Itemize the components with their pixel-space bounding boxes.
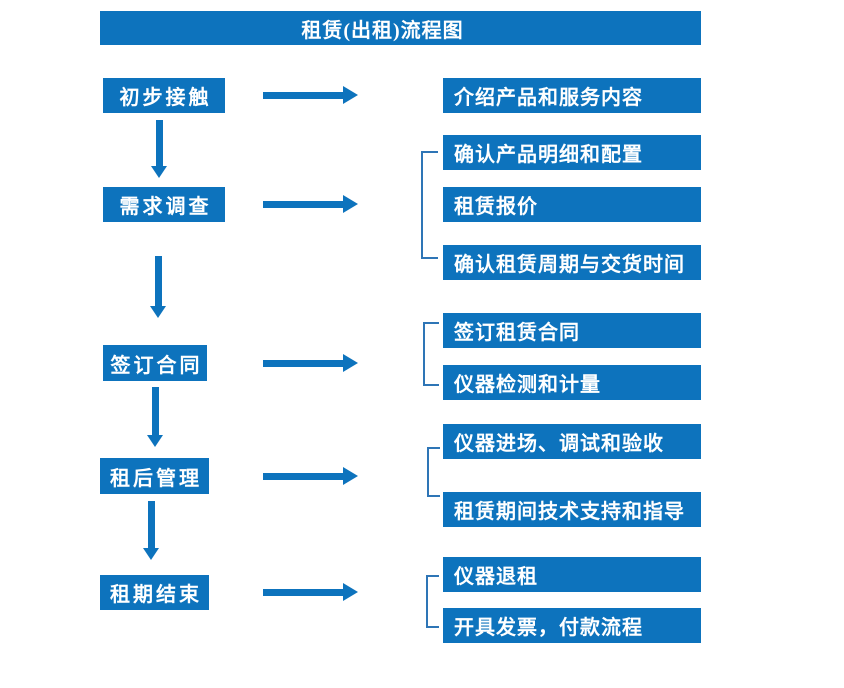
down-arrow-icon [147,387,163,447]
down-arrow-icon [150,256,166,318]
right-arrow-icon [263,86,358,104]
detail-box-confirm-period-delivery: 确认租赁周期与交货时间 [443,245,701,280]
detail-box-introduce-products: 介绍产品和服务内容 [443,78,701,113]
right-arrow-icon [263,583,358,601]
step-box-rental-end: 租期结束 [100,575,209,610]
down-arrow-icon [143,501,159,560]
page-title: 租赁(出租)流程图 [301,19,464,42]
detail-box-technical-support: 租赁期间技术支持和指导 [443,492,701,527]
title-bar: 租赁(出租)流程图 [100,11,701,45]
group-bracket-rental-end [426,575,439,628]
detail-box-sign-rental-contract: 签订租赁合同 [443,313,701,348]
down-arrow-icon [151,120,167,178]
detail-box-instrument-testing: 仪器检测和计量 [443,365,701,400]
right-arrow-icon [263,354,358,372]
right-arrow-icon [263,195,358,213]
detail-box-instrument-return: 仪器退租 [443,557,701,592]
detail-box-instrument-setup-acceptance: 仪器进场、调试和验收 [443,424,701,459]
step-box-demand-survey: 需求调查 [103,187,225,222]
group-bracket-post-rental [427,447,440,497]
group-bracket-demand-survey [421,151,438,259]
step-box-sign-contract: 签订合同 [103,345,207,381]
detail-box-invoice-payment: 开具发票，付款流程 [443,608,701,643]
detail-box-rental-quotation: 租赁报价 [443,187,701,222]
group-bracket-sign-contract [423,322,439,386]
right-arrow-icon [263,467,358,485]
detail-box-confirm-product-config: 确认产品明细和配置 [443,135,701,170]
step-box-post-rental-management: 租后管理 [100,458,209,494]
step-box-initial-contact: 初步接触 [103,78,225,113]
